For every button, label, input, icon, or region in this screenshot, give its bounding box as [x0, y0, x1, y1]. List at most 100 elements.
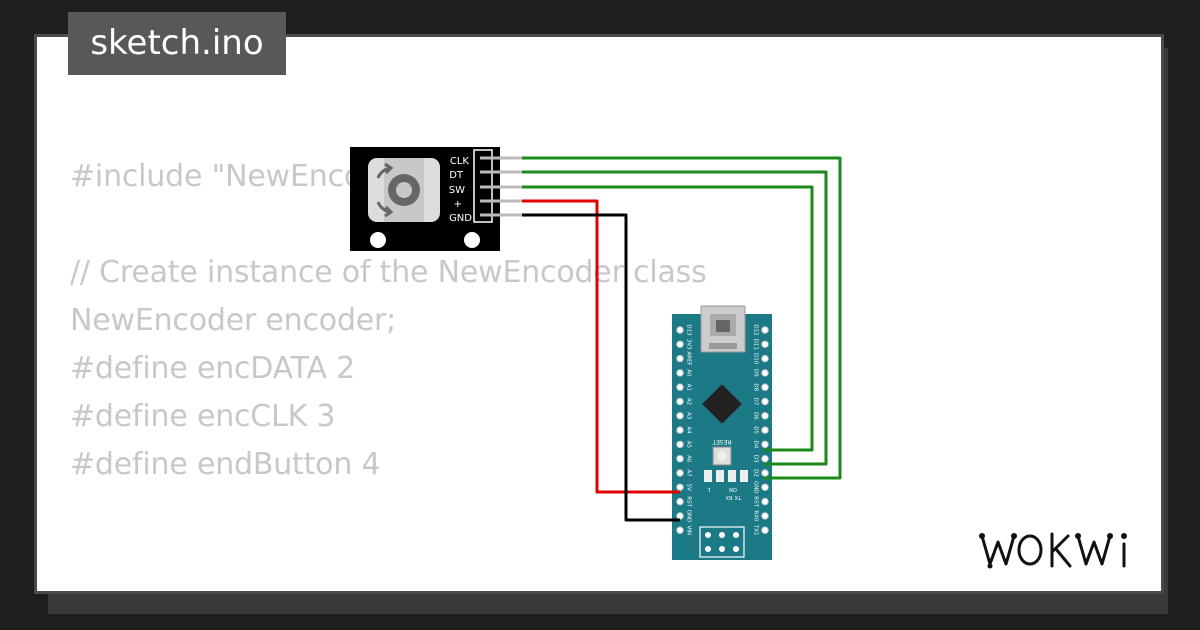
- nano-pin-gnd[interactable]: [761, 483, 769, 491]
- nano-pin-d3[interactable]: [761, 455, 769, 463]
- nano-pin-5v[interactable]: [676, 483, 684, 491]
- wire-sw[interactable]: [522, 185, 814, 452]
- nano-pin-d5[interactable]: [761, 426, 769, 434]
- nano-pin-label: 3V3: [686, 339, 692, 350]
- rotary-encoder[interactable]: CLK DT SW + GND: [350, 147, 522, 251]
- nano-pin-a0[interactable]: [676, 369, 684, 377]
- wire-clk[interactable]: [522, 156, 842, 480]
- wires: [522, 156, 842, 522]
- nano-pin-a7[interactable]: [676, 469, 684, 477]
- encoder-pin-label: +: [454, 199, 462, 210]
- nano-pin-label: D2: [753, 469, 759, 477]
- nano-pin-label: D9: [753, 369, 759, 377]
- code-line: #define encDATA 2: [70, 351, 356, 386]
- code-line: #define endButton 4: [70, 447, 381, 482]
- reset-label: RESET: [712, 438, 732, 445]
- led: [728, 470, 736, 482]
- nano-pin-label: A7: [686, 469, 692, 477]
- nano-pin-d12[interactable]: [761, 326, 769, 334]
- arduino-nano[interactable]: RESET TX RX ON L D12D11D10D9D8D7D6D5D4D3…: [672, 305, 772, 560]
- wire-vcc[interactable]: [522, 199, 680, 494]
- nano-pin-label: D7: [753, 398, 759, 406]
- wokwi-logo: [979, 532, 1127, 569]
- wire-gnd[interactable]: [522, 213, 680, 522]
- nano-pin-d2[interactable]: [761, 469, 769, 477]
- nano-pin-label: D4: [753, 441, 759, 449]
- nano-pin-label: D12: [753, 324, 759, 335]
- nano-pin-label: D5: [753, 426, 759, 434]
- nano-pin-d10[interactable]: [761, 354, 769, 363]
- nano-pin-d8[interactable]: [761, 383, 769, 391]
- nano-pin-label: A4: [686, 426, 692, 434]
- nano-pin-a4[interactable]: [676, 426, 684, 434]
- nano-pin-tx1[interactable]: [761, 526, 769, 534]
- nano-pin-3v3[interactable]: [676, 340, 684, 348]
- mounting-hole: [370, 232, 386, 248]
- nano-pin-label: 5V: [686, 484, 692, 491]
- nano-pin-label: GND: [686, 510, 692, 523]
- icsp-header: [705, 532, 739, 552]
- nano-pin-vin[interactable]: [676, 526, 684, 534]
- nano-pin-label: A5: [686, 441, 692, 449]
- wire-dt[interactable]: [522, 170, 828, 466]
- nano-pin-label: GND: [753, 481, 759, 494]
- rotate-arrows-icon: [376, 162, 394, 218]
- led-label: L: [707, 486, 710, 492]
- mounting-hole: [464, 232, 480, 248]
- nano-pin-label: D13: [686, 324, 692, 336]
- nano-pin-a1[interactable]: [676, 383, 684, 391]
- nano-pin-a2[interactable]: [676, 397, 684, 406]
- nano-pin-rst[interactable]: [676, 497, 684, 506]
- led-label: RX: [725, 494, 732, 500]
- nano-pin-d4[interactable]: [761, 440, 769, 449]
- nano-pin-label: A1: [686, 384, 692, 391]
- file-tab[interactable]: sketch.ino: [68, 12, 286, 75]
- nano-pin-a6[interactable]: [676, 455, 684, 463]
- nano-pin-label: A3: [686, 412, 692, 420]
- reset-button-cap: [717, 451, 727, 461]
- led-label: TX: [734, 494, 742, 500]
- usb-base: [709, 343, 737, 349]
- nano-board: [672, 314, 772, 560]
- led: [740, 470, 748, 482]
- encoder-pin-label: CLK: [450, 156, 470, 167]
- nano-pin-d6[interactable]: [761, 412, 769, 420]
- nano-pin-aref[interactable]: [676, 354, 684, 363]
- nano-pin-d13[interactable]: [676, 326, 684, 334]
- icsp-header-outline: [699, 526, 745, 558]
- nano-pin-label: AREF: [686, 351, 692, 365]
- nano-pin-label: RX0: [753, 510, 759, 522]
- nano-pin-label: A0: [686, 369, 692, 377]
- led-label: ON: [729, 486, 737, 492]
- nano-pin-label: RST: [686, 496, 692, 507]
- nano-pin-label: D11: [753, 339, 759, 350]
- nano-pin-label: D10: [753, 353, 759, 365]
- nano-pin-d7[interactable]: [761, 397, 769, 406]
- nano-pin-label: A2: [686, 398, 692, 405]
- nano-pin-rx0[interactable]: [761, 512, 769, 520]
- nano-pin-label: A6: [686, 455, 692, 463]
- usb-port-inner: [716, 320, 730, 332]
- led: [704, 470, 712, 482]
- encoder-pin-label: SW: [449, 185, 465, 196]
- encoder-pin-label: DT: [449, 170, 464, 181]
- nano-pin-rst[interactable]: [761, 497, 769, 506]
- nano-pin-label: D6: [753, 412, 759, 420]
- code-line: // Create instance of the NewEncoder cla…: [70, 255, 707, 290]
- encoder-knob-center: [396, 182, 412, 198]
- nano-pin-a3[interactable]: [676, 412, 684, 420]
- nano-pin-gnd[interactable]: [676, 512, 684, 520]
- nano-pin-d9[interactable]: [761, 369, 769, 377]
- code-line: #define encCLK 3: [70, 399, 336, 434]
- nano-pin-d11[interactable]: [761, 340, 769, 348]
- nano-pin-a5[interactable]: [676, 440, 684, 449]
- code-line: NewEncoder encoder;: [70, 303, 397, 338]
- nano-pin-label: VIN: [686, 525, 692, 535]
- led: [716, 470, 724, 482]
- encoder-pin-label: GND: [449, 213, 472, 224]
- mcu-chip: [702, 384, 742, 424]
- nano-pin-label: RST: [753, 496, 759, 507]
